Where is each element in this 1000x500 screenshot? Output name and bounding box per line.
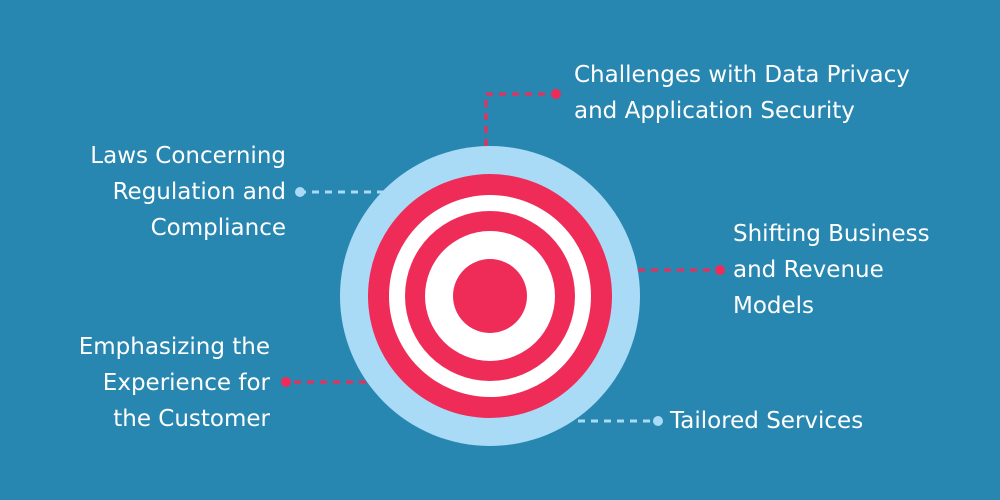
connector-dot-laws	[295, 187, 305, 197]
connector-dot-shifting	[715, 265, 725, 275]
label-laws-line-3: Compliance	[150, 215, 286, 241]
label-shifting-line-1: Shifting Business	[733, 221, 930, 247]
label-emphasizing-line-2: Experience for	[102, 370, 270, 396]
bullseye-target-icon	[340, 146, 640, 446]
label-shifting: Shifting Business and Revenue Models	[733, 216, 930, 324]
connector-dot-emphasizing	[281, 377, 291, 387]
label-tailored: Tailored Services	[670, 403, 863, 439]
target-bullseye	[453, 259, 527, 333]
connector-dot-tailored	[653, 416, 663, 426]
label-challenges: Challenges with Data Privacy and Applica…	[574, 57, 910, 129]
connector-challenges	[484, 92, 556, 146]
label-emphasizing: Emphasizing the Experience for the Custo…	[79, 329, 270, 437]
connector-dot-challenges	[551, 89, 561, 99]
label-challenges-line-2: and Application Security	[574, 98, 855, 124]
label-shifting-line-3: Models	[733, 293, 815, 319]
label-emphasizing-line-1: Emphasizing the	[78, 334, 270, 360]
label-laws-line-1: Laws Concerning	[90, 143, 286, 169]
label-laws-line-2: Regulation and	[112, 179, 286, 205]
label-laws: Laws Concerning Regulation and Complianc…	[90, 138, 286, 246]
label-shifting-line-2: and Revenue	[733, 257, 884, 283]
connectors	[281, 89, 725, 426]
label-emphasizing-line-3: the Customer	[113, 406, 270, 432]
label-tailored-line-1: Tailored Services	[670, 408, 864, 434]
label-challenges-line-1: Challenges with Data Privacy	[574, 62, 910, 88]
